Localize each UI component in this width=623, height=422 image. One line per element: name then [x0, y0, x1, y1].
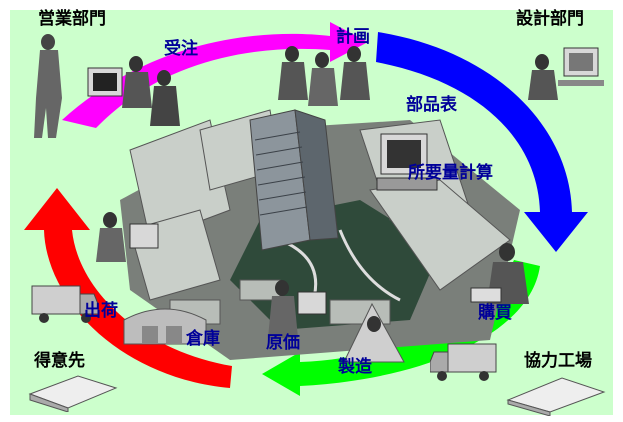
delivery-truck-illustration — [31, 285, 99, 323]
partner-factory-label: 協力工場 — [524, 351, 592, 370]
order-label: 受注 — [164, 39, 198, 58]
supplier-truck-illustration — [430, 343, 497, 381]
customer-building-illustration — [28, 375, 118, 412]
plan-arrow — [376, 32, 588, 252]
cost-staff-illustration — [268, 280, 327, 338]
bom-label: 部品表 — [406, 95, 457, 114]
design-department-label: 設計部門 — [516, 9, 584, 28]
warehouse-illustration — [123, 308, 207, 345]
computer-terminal-illustration — [376, 133, 438, 191]
sales-staff-illustration — [34, 34, 180, 138]
manufacture-arrow — [262, 260, 540, 396]
purchasing-staff-illustration — [470, 243, 529, 304]
sales-department-label: 営業部門 — [38, 9, 106, 28]
customer-label: 得意先 — [34, 351, 85, 370]
design-staff-illustration — [528, 47, 604, 100]
shipping-label: 出荷 — [84, 301, 118, 320]
partner-factory-building-illustration — [506, 377, 606, 416]
factory-worker-illustration — [343, 302, 405, 363]
purchase-label: 購買 — [478, 303, 512, 322]
planning-staff-illustration — [278, 46, 370, 106]
manufacture-label: 製造 — [338, 357, 372, 376]
shipping-clerk-illustration — [96, 212, 159, 262]
warehouse-label: 倉庫 — [186, 329, 220, 348]
plan-label: 計画 — [336, 27, 370, 46]
mrp-label: 所要量計算 — [408, 163, 493, 182]
cost-label: 原価 — [266, 333, 300, 352]
